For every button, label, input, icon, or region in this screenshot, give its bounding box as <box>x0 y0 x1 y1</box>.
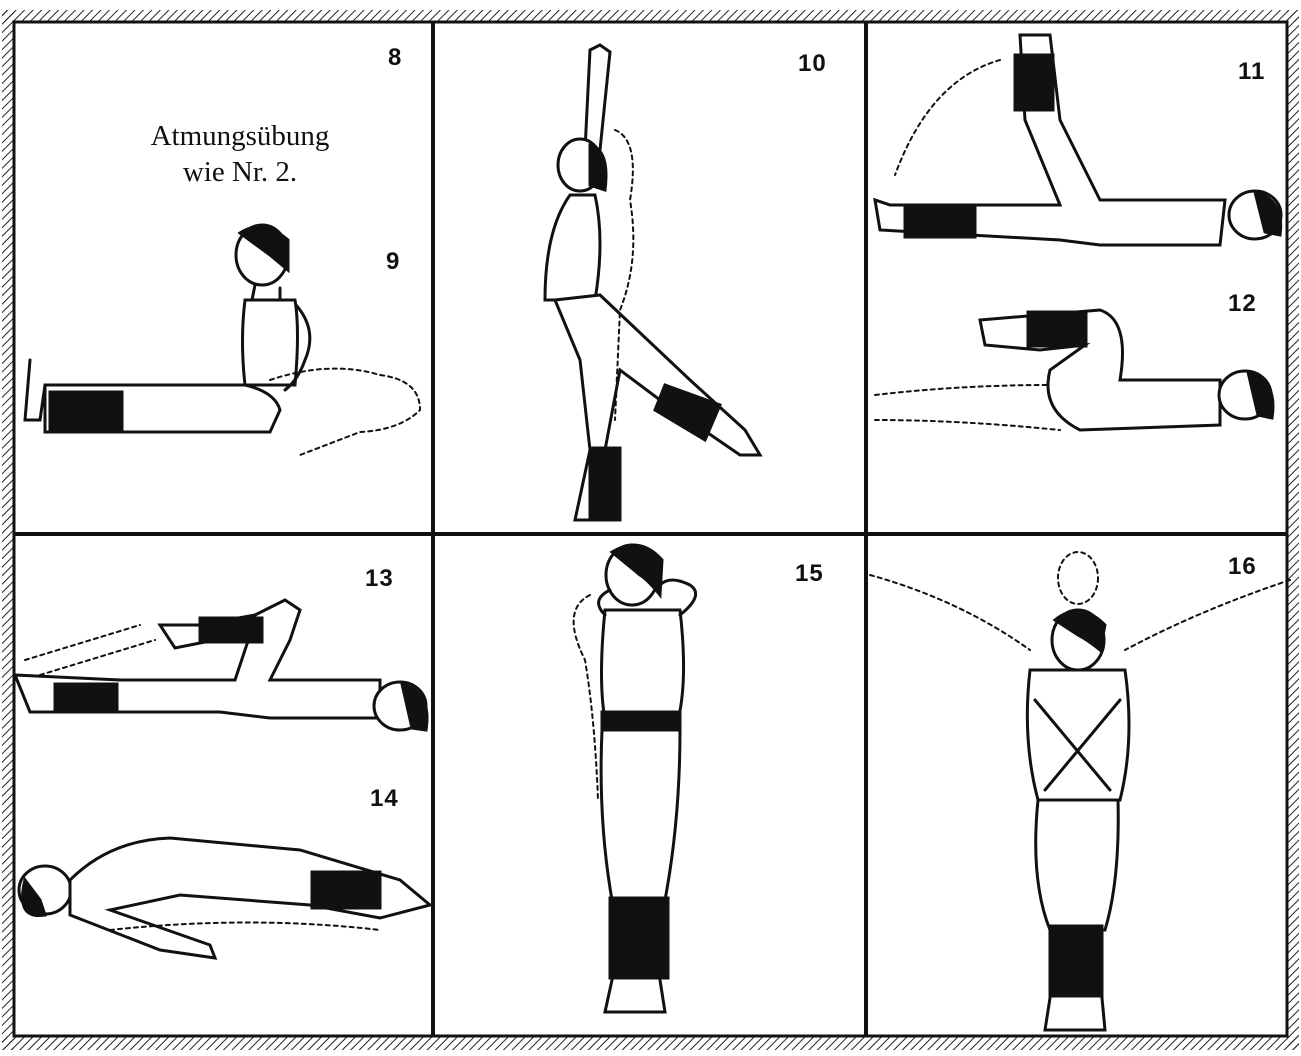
panel-number-8: 8 <box>388 44 402 72</box>
panel-number-14: 14 <box>370 785 399 813</box>
panel-number-11: 11 <box>1238 58 1265 86</box>
figure-lying-leg-raised <box>875 35 1281 245</box>
figure-back-arch <box>19 838 430 958</box>
panel-number-13: 13 <box>365 565 394 593</box>
figure-sitting-upright <box>25 225 420 455</box>
figure-standing-hands-behind-head <box>574 545 696 1012</box>
panel-number-15: 15 <box>795 560 824 588</box>
caption-line-1: Atmungsübung <box>60 118 420 154</box>
figure-standing-arms-up-leg-back <box>545 45 760 520</box>
caption-line-2: wie Nr. 2. <box>60 154 420 190</box>
exercise-caption: Atmungsübung wie Nr. 2. <box>60 118 420 190</box>
panel-number-10: 10 <box>798 50 827 78</box>
figure-lying-knee-raised <box>15 600 427 730</box>
figure-lying-knees-bent <box>875 310 1273 430</box>
panel-number-16: 16 <box>1228 553 1257 581</box>
figure-standing-arms-crossed <box>870 552 1290 1030</box>
panel-number-9: 9 <box>386 248 400 276</box>
panel-number-12: 12 <box>1228 290 1257 318</box>
